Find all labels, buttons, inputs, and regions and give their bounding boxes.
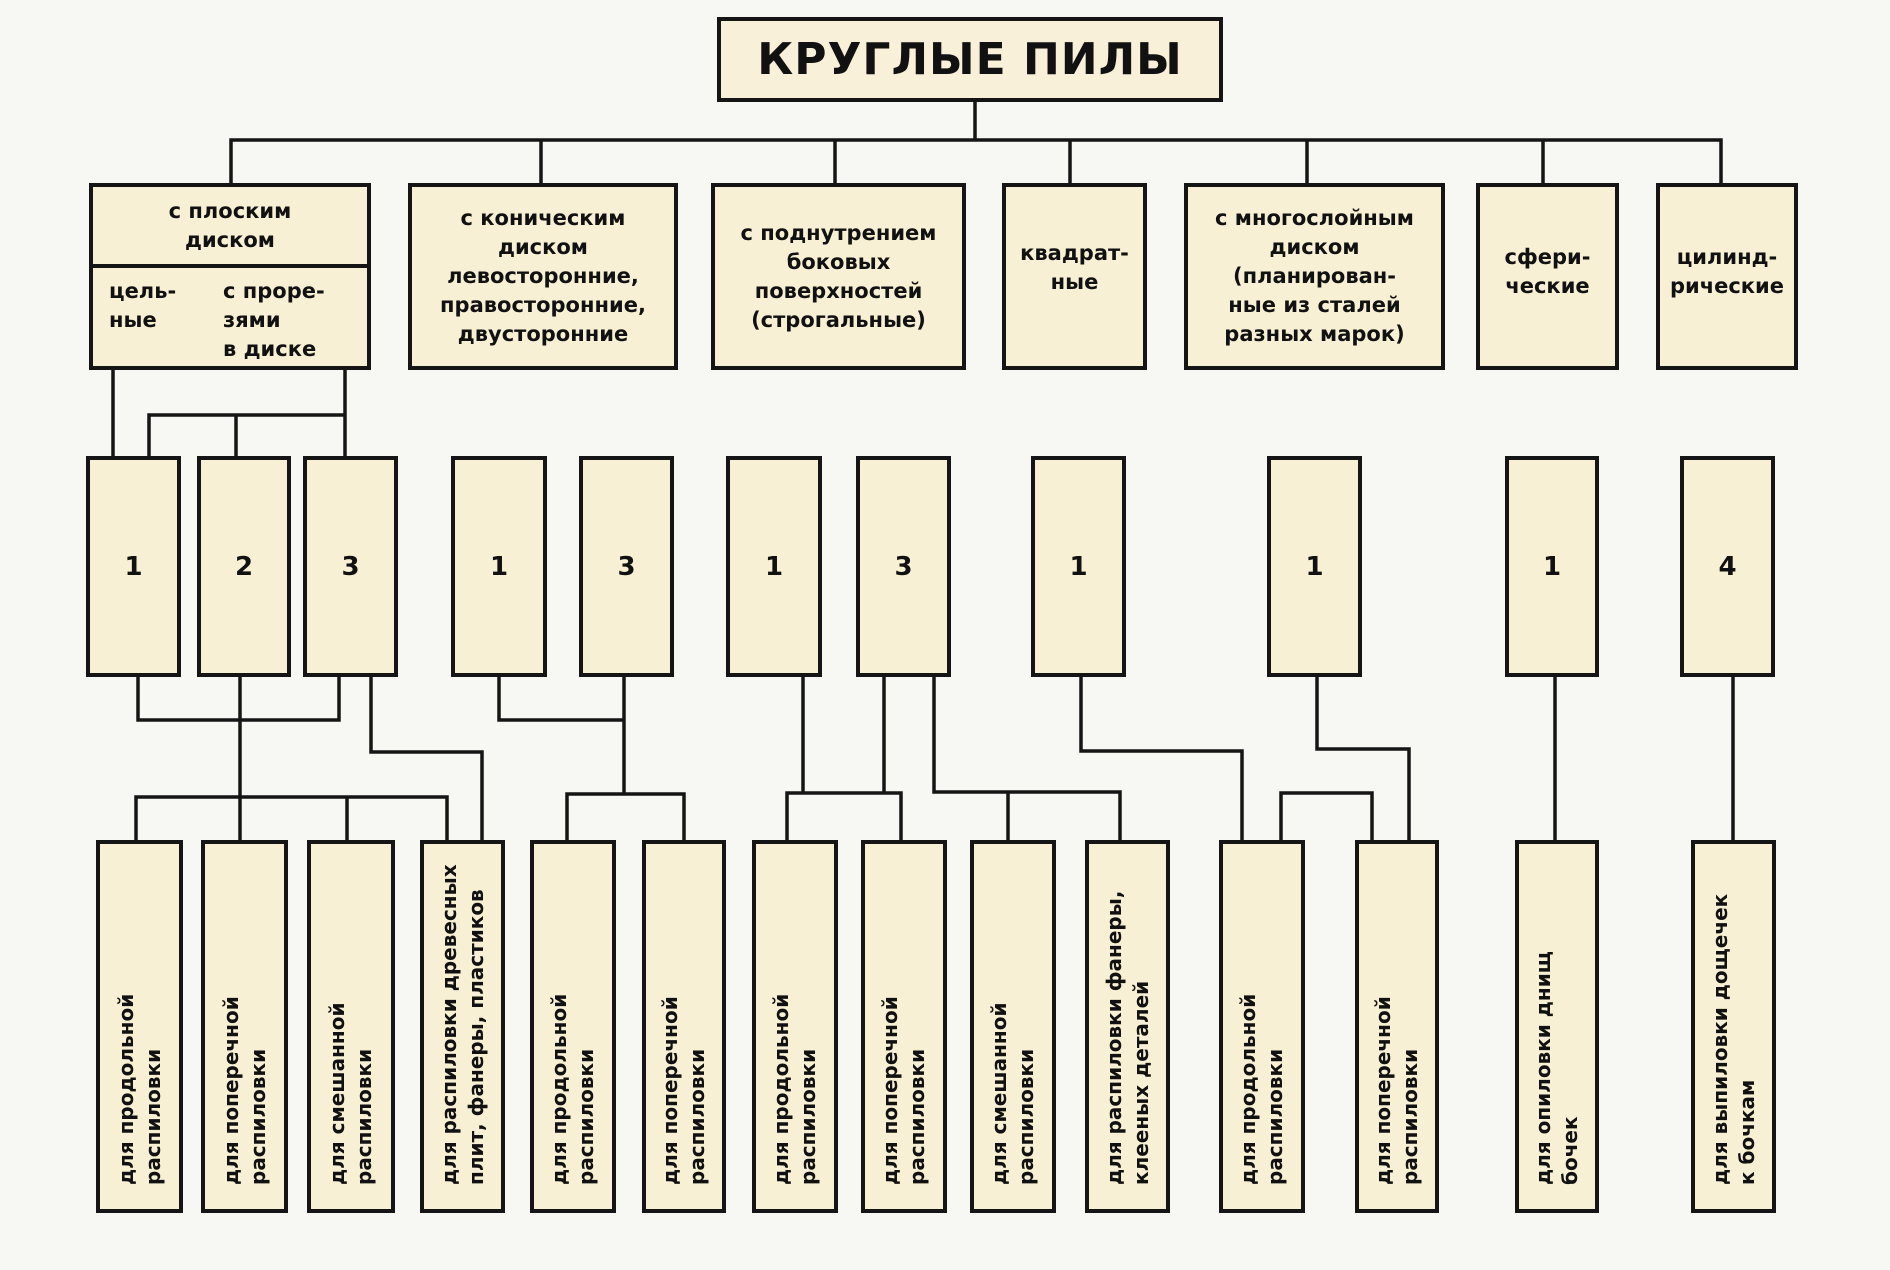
- purpose-label: для поперечной распиловки: [1371, 996, 1422, 1185]
- purpose-label: для продольной распиловки: [113, 993, 165, 1185]
- purpose-box: для продольной распиловки: [530, 840, 616, 1213]
- purpose-label: для продольной распиловки: [1236, 993, 1287, 1185]
- category-multilayer: с многослойным диском (планирован- ные и…: [1184, 183, 1445, 370]
- type-number-box: 1: [1505, 456, 1599, 677]
- category-cylindrical: цилинд- рические: [1656, 183, 1798, 370]
- type-number-box: 1: [1031, 456, 1126, 677]
- purpose-box: для поперечной распиловки: [861, 840, 947, 1213]
- purpose-label: для продольной распиловки: [769, 993, 820, 1185]
- purpose-label: для поперечной распиловки: [218, 996, 270, 1185]
- purpose-label: для опиловки днищ бочек: [1531, 951, 1582, 1185]
- type-number-box: 1: [1267, 456, 1362, 677]
- purpose-box: для поперечной распиловки: [1355, 840, 1439, 1213]
- purpose-box: для продольной распиловки: [1219, 840, 1305, 1213]
- category-conical: с коническим диском левосторонние, право…: [408, 183, 678, 370]
- purpose-box: для выпиловки дощечек к бочкам: [1691, 840, 1776, 1213]
- purpose-label: для распиловки древесных плит, фанеры, п…: [436, 864, 488, 1185]
- purpose-box: для смешанной распиловки: [307, 840, 395, 1213]
- purpose-label: для выпиловки дощечек к бочкам: [1707, 893, 1759, 1185]
- purpose-box: для опиловки днищ бочек: [1515, 840, 1599, 1213]
- page-title: КРУГЛЫЕ ПИЛЫ: [717, 17, 1223, 102]
- type-number-box: 4: [1680, 456, 1775, 677]
- type-number-box: 3: [856, 456, 951, 677]
- purpose-box: для продольной распиловки: [752, 840, 838, 1213]
- type-number-box: 3: [303, 456, 398, 677]
- type-number-box: 2: [197, 456, 291, 677]
- type-number-box: 3: [579, 456, 674, 677]
- category-spherical: сфери- ческие: [1476, 183, 1619, 370]
- category-square: квадрат- ные: [1002, 183, 1147, 370]
- purpose-label: для поперечной распиловки: [658, 996, 709, 1185]
- purpose-box: для распиловки древесных плит, фанеры, п…: [420, 840, 505, 1213]
- type-number-box: 1: [86, 456, 181, 677]
- subcategory-solid: цель- ные: [109, 279, 177, 332]
- purpose-box: для распиловки фанеры, клееных деталей: [1085, 840, 1170, 1213]
- purpose-box: для продольной распиловки: [96, 840, 183, 1213]
- purpose-label: для смешанной распиловки: [325, 1002, 376, 1186]
- purpose-box: для поперечной распиловки: [642, 840, 726, 1213]
- purpose-label: для распиловки фанеры, клееных деталей: [1101, 890, 1153, 1185]
- category-flat-disc: с плоским диском цель- ные с проре- зями…: [89, 183, 371, 370]
- purpose-label: для продольной распиловки: [547, 993, 598, 1185]
- category-flat-header: с плоским диском: [93, 187, 367, 268]
- purpose-label: для смешанной распиловки: [987, 1002, 1038, 1186]
- category-undercut: с поднутрением боковых поверхностей (стр…: [711, 183, 966, 370]
- purpose-box: для поперечной распиловки: [201, 840, 288, 1213]
- purpose-label: для поперечной распиловки: [878, 996, 929, 1185]
- type-number-box: 1: [451, 456, 547, 677]
- purpose-box: для смешанной распиловки: [970, 840, 1056, 1213]
- subcategory-slotted: с проре- зями в диске: [223, 279, 325, 361]
- type-number-box: 1: [726, 456, 822, 677]
